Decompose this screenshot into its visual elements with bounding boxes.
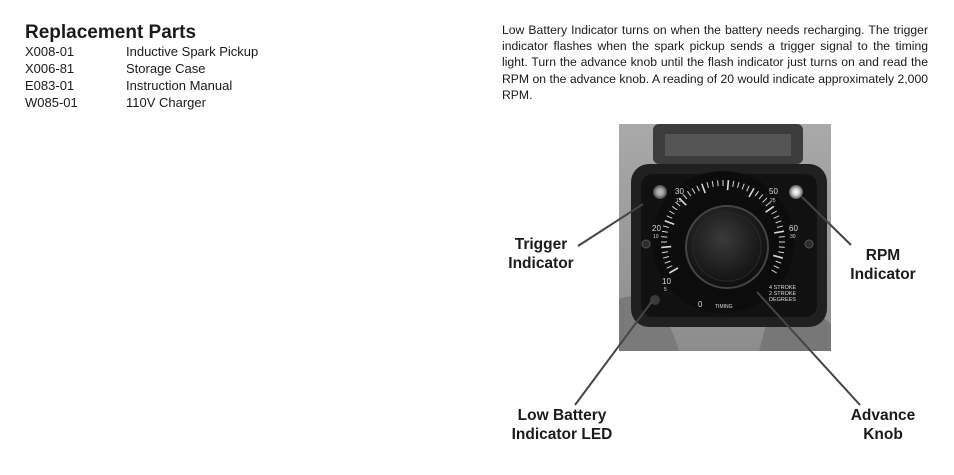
dial-tick <box>662 225 670 228</box>
dial-tick <box>778 236 785 238</box>
dial-tick <box>732 180 735 187</box>
dial-tick <box>706 181 709 189</box>
dial-tick <box>711 180 714 187</box>
dial-number: 20 <box>652 224 661 233</box>
parts-title: Replacement Parts <box>25 22 197 43</box>
parts-list: X008-01 Inductive Spark Pickup X006-81 S… <box>25 43 258 111</box>
part-name: 110V Charger <box>126 95 206 110</box>
part-name: Storage Case <box>126 61 206 76</box>
label-line: Indicator <box>508 255 574 272</box>
dial-number: 10 <box>653 234 659 240</box>
dial-tick <box>774 230 785 234</box>
dial-tick <box>773 215 780 219</box>
dial-tick <box>775 260 782 264</box>
dial-number: 30 <box>675 187 684 196</box>
dial-tick <box>754 190 759 197</box>
dial-tick <box>696 185 700 192</box>
dial-tick <box>687 190 692 197</box>
timing-light-photo: 30 15 50 25 20 10 60 30 10 5 0 4 STROKE … <box>619 124 831 351</box>
part-name: Inductive Spark Pickup <box>126 44 259 59</box>
dial-number: 15 <box>676 198 682 204</box>
label-line: Indicator LED <box>511 426 613 443</box>
description-paragraph: Low Battery Indicator turns on when the … <box>502 23 928 102</box>
dial-tick <box>765 205 775 213</box>
degrees-label: DEGREES <box>769 297 796 303</box>
dial-tick <box>691 188 696 194</box>
trigger-indicator-label: Trigger Indicator <box>503 235 579 273</box>
dial-number: 30 <box>790 234 796 240</box>
dial-tick <box>726 180 730 191</box>
low-battery-label: Low Battery Indicator LED <box>500 406 624 444</box>
label-line: Trigger <box>514 236 568 253</box>
dial-tick <box>682 194 688 200</box>
dial-tick <box>746 185 750 192</box>
dial-number: 50 <box>769 187 778 196</box>
dial-tick <box>717 180 719 187</box>
dial-tick <box>741 183 745 190</box>
label-line: Indicator <box>850 266 916 283</box>
dial-tick <box>661 230 668 233</box>
dial-tick <box>666 265 673 269</box>
dial-number: 0 <box>698 300 703 309</box>
label-line: Advance <box>850 407 916 424</box>
part-code: W085-01 <box>25 95 78 110</box>
dial-tick <box>765 201 771 207</box>
part-name: Instruction Manual <box>126 78 233 93</box>
dial-tick <box>773 254 784 259</box>
dial-tick <box>669 210 675 215</box>
timing-label: TIMING <box>715 304 733 310</box>
stroke-label: 4 STROKE <box>769 285 797 291</box>
label-line: RPM <box>865 247 901 264</box>
part-code: X006-81 <box>25 61 75 76</box>
parts-row: X008-01 Inductive Spark Pickup <box>25 43 258 60</box>
advance-knob-label: Advance Knob <box>838 406 928 444</box>
dial-tick <box>771 269 777 274</box>
parts-row: X006-81 Storage Case <box>25 60 258 77</box>
part-code: X008-01 <box>25 44 75 59</box>
dial-tick <box>701 183 706 194</box>
dial-number: 10 <box>662 277 671 286</box>
dial-tick <box>776 225 784 228</box>
dial-tick <box>771 210 777 215</box>
rpm-led <box>789 185 803 199</box>
dial-tick <box>678 197 687 206</box>
dial-number: 5 <box>664 287 667 293</box>
dial-tick <box>758 194 764 200</box>
dial-number: 60 <box>789 224 798 233</box>
dial-tick <box>664 260 671 264</box>
dial-tick <box>668 267 679 274</box>
dial-ticks <box>661 180 785 274</box>
dial-tick <box>775 220 782 224</box>
rpm-indicator-label: RPM Indicator <box>843 246 923 284</box>
dial-tick <box>661 251 668 254</box>
dial-tick <box>737 181 740 189</box>
dial-number: 25 <box>770 198 776 204</box>
label-line: Knob <box>863 426 903 443</box>
dial-tick <box>778 251 785 254</box>
advance-knob <box>685 205 769 289</box>
part-code: E083-01 <box>25 78 75 93</box>
parts-row: W085-01 110V Charger <box>25 94 258 111</box>
dial-tick <box>671 206 678 211</box>
dial-tick <box>666 215 673 219</box>
dial-tick <box>661 245 672 249</box>
dial-tick <box>664 220 675 225</box>
dial-tick <box>661 236 668 238</box>
label-line: Low Battery <box>517 407 607 424</box>
dial-tick <box>675 201 681 207</box>
low-battery-led <box>650 295 660 305</box>
parts-row: E083-01 Instruction Manual <box>25 77 258 94</box>
dial-tick <box>762 197 768 203</box>
dial-tick <box>778 246 785 248</box>
dial-tick <box>662 256 670 259</box>
dial-tick <box>773 265 780 269</box>
dial-tick <box>748 187 755 198</box>
trigger-led <box>653 185 667 199</box>
